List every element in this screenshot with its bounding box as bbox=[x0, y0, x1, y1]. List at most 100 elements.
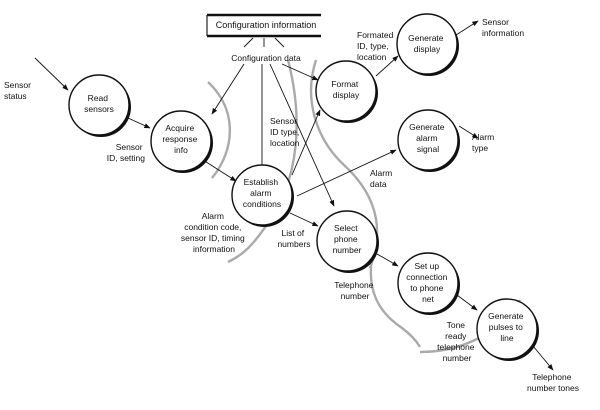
acquire-response-line-3: info bbox=[174, 145, 188, 155]
acquire-response-process: Acquire response info bbox=[150, 110, 213, 173]
alarm-type-line-1: Alarm bbox=[472, 132, 494, 142]
svg-text:Select phone numbe: Select phone number bbox=[333, 223, 362, 255]
formated-id-line-2: ID, type, bbox=[357, 41, 389, 51]
alarm-data-line-2: data bbox=[370, 179, 387, 189]
flow-alarm-type bbox=[458, 125, 479, 139]
setup-connection-line-4: net bbox=[422, 294, 434, 304]
read-sensors-line-2: sensors bbox=[84, 104, 114, 114]
acquire-response-line-2: response bbox=[162, 134, 197, 144]
flow-config-to-format bbox=[281, 63, 319, 81]
sensor-id-type-location-label: Sensor ID type, location bbox=[270, 116, 302, 148]
sensor-status-line-2: status bbox=[4, 91, 27, 101]
list-of-numbers-line-2: numbers bbox=[277, 239, 310, 249]
sensor-id-setting-line-2: ID, setting bbox=[107, 153, 146, 163]
svg-text:Generate pulses to: Generate pulses to line bbox=[488, 311, 526, 343]
telephone-number-label: Telephone number bbox=[334, 280, 376, 301]
setup-connection-line-3: to phone bbox=[410, 283, 443, 293]
formated-id-line-1: Formated bbox=[357, 30, 394, 40]
alarm-type-label: Alarm type bbox=[472, 132, 497, 153]
boundary-curve-4 bbox=[369, 257, 422, 348]
sensor-id-type-location-line-2: ID type, bbox=[270, 127, 299, 137]
tone-ready-line-3: telephone bbox=[437, 342, 475, 352]
flow-telephone-number-tones bbox=[532, 345, 554, 371]
alarm-condition-code-label: Alarm condition code, sensor ID, timing … bbox=[181, 211, 247, 254]
format-display-line-2: display bbox=[333, 90, 360, 100]
flow-config-fan-right bbox=[274, 37, 285, 48]
flow-sensor-information bbox=[455, 20, 479, 36]
flow-sensor-status bbox=[34, 57, 69, 91]
svg-text:Generate alarm sig: Generate alarm signal bbox=[409, 122, 447, 154]
flow-config-fan-left bbox=[243, 37, 254, 48]
configuration-information-store: Configuration information bbox=[206, 13, 321, 38]
flow-config-to-select bbox=[269, 63, 335, 207]
generate-display-line-1: Generate bbox=[408, 33, 444, 43]
tone-ready-line-1: Tone bbox=[447, 320, 466, 330]
select-phone-line-2: phone bbox=[334, 234, 358, 244]
telephone-number-tones-line-2: number tones bbox=[527, 383, 579, 393]
generate-display-process: Generate display bbox=[396, 13, 459, 76]
establish-alarm-process: Establish alarm conditions bbox=[231, 164, 294, 227]
generate-pulses-line-2: pulses to bbox=[489, 322, 523, 332]
list-of-numbers-line-1: List of bbox=[281, 228, 304, 238]
flow-acquire-to-establish bbox=[202, 159, 237, 182]
flow-establish-to-alarm bbox=[296, 149, 397, 197]
format-display-process: Format display bbox=[315, 60, 378, 123]
sensor-id-type-location-line-1: Sensor bbox=[270, 116, 297, 126]
generate-alarm-line-3: signal bbox=[417, 144, 439, 154]
setup-connection-process: Set up connection to phone net bbox=[397, 252, 460, 315]
establish-alarm-line-2: alarm bbox=[250, 188, 271, 198]
flow-establish-to-format bbox=[291, 109, 321, 176]
svg-text:Format display: Format display bbox=[331, 79, 360, 100]
svg-text:Acquire response i: Acquire response info bbox=[162, 123, 199, 155]
sensor-id-setting-line-1: Sensor bbox=[116, 142, 143, 152]
svg-text:Set up connection: Set up connection to phone net bbox=[406, 261, 450, 304]
flow-format-to-generate-display bbox=[375, 55, 399, 77]
telephone-number-tones-label: Telephone number tones bbox=[527, 372, 579, 393]
svg-text:Generate display: Generate display bbox=[408, 33, 446, 54]
generate-pulses-line-1: Generate bbox=[488, 311, 524, 321]
sensor-status-line-1: Sensor bbox=[4, 80, 31, 90]
telephone-number-line-1: Telephone bbox=[334, 280, 374, 290]
generate-display-line-2: display bbox=[414, 44, 441, 54]
flow-establish-to-select bbox=[289, 212, 319, 227]
select-phone-process: Select phone number bbox=[316, 210, 379, 273]
list-of-numbers-label: List of numbers bbox=[277, 228, 310, 249]
acquire-response-line-1: Acquire bbox=[165, 123, 194, 133]
sensor-id-setting-label: Sensor ID, setting bbox=[107, 142, 146, 163]
sensor-information-line-2: information bbox=[482, 28, 524, 38]
configuration-information-label: Configuration information bbox=[216, 20, 317, 30]
sensor-information-line-1: Sensor bbox=[482, 17, 509, 27]
generate-alarm-process: Generate alarm signal bbox=[397, 109, 460, 172]
formated-id-label: Formated ID, type, location bbox=[357, 30, 396, 62]
read-sensors-process: Read sensors bbox=[68, 74, 131, 137]
svg-text:Read sensors: Read sensors bbox=[84, 93, 114, 114]
flows bbox=[34, 20, 554, 371]
flow-setup-to-pulses bbox=[456, 294, 478, 311]
generate-alarm-line-2: alarm bbox=[416, 133, 437, 143]
generate-pulses-line-3: line bbox=[500, 333, 514, 343]
sensor-id-type-location-line-3: location bbox=[270, 138, 300, 148]
flow-select-to-setup bbox=[376, 253, 399, 267]
setup-connection-line-2: connection bbox=[406, 272, 447, 282]
boundary-curve-1 bbox=[207, 81, 231, 179]
format-display-line-1: Format bbox=[331, 79, 359, 89]
establish-alarm-line-3: conditions bbox=[243, 199, 281, 209]
setup-connection-line-1: Set up bbox=[415, 261, 440, 271]
sensor-information-label: Sensor information bbox=[482, 17, 524, 38]
alarm-type-line-2: type bbox=[472, 143, 488, 153]
tone-ready-line-4: number bbox=[443, 353, 472, 363]
alarm-condition-code-line-1: Alarm bbox=[202, 211, 224, 221]
alarm-data-line-1: Alarm bbox=[370, 168, 392, 178]
alarm-data-label: Alarm data bbox=[370, 168, 395, 189]
read-sensors-line-1: Read bbox=[88, 93, 109, 103]
telephone-number-tones-line-1: Telephone bbox=[532, 372, 572, 382]
alarm-condition-code-line-4: information bbox=[193, 244, 235, 254]
establish-alarm-line-1: Establish bbox=[244, 177, 279, 187]
alarm-condition-code-line-2: condition code, bbox=[184, 222, 241, 232]
alarm-condition-code-line-3: sensor ID, timing bbox=[181, 233, 245, 243]
flow-sensor-id-setting bbox=[127, 117, 151, 129]
select-phone-line-1: Select bbox=[334, 223, 358, 233]
generate-pulses-process: Generate pulses to line bbox=[476, 298, 539, 361]
sensor-status-label: Sensor status bbox=[4, 80, 33, 101]
